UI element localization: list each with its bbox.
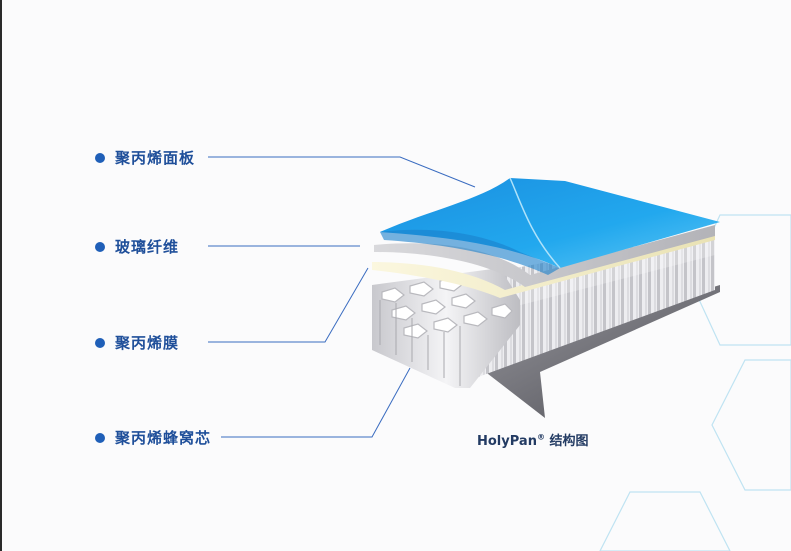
caption-brand: HolyPan <box>477 434 537 449</box>
diagram-caption: HolyPan® 结构图 <box>477 430 589 449</box>
bullet-dot <box>95 337 105 348</box>
leader-line-film <box>208 267 369 343</box>
leader-line-core <box>221 367 411 438</box>
label-glass-fiber: 玻璃纤维 <box>95 236 179 257</box>
registered-mark: ® <box>536 432 545 442</box>
honeycomb-core-layer <box>372 232 715 388</box>
label-text: 玻璃纤维 <box>115 238 180 256</box>
bullet-dot <box>95 432 105 443</box>
bottom-skin-layer <box>470 285 720 418</box>
leader-line-face-panel <box>208 156 476 188</box>
film-layer <box>372 232 715 298</box>
caption-suffix: 结构图 <box>549 434 589 449</box>
label-text: 聚丙烯膜 <box>115 334 180 352</box>
label-honeycomb-core: 聚丙烯蜂窝芯 <box>95 427 211 448</box>
label-face-panel: 聚丙烯面板 <box>95 147 195 168</box>
glass-fiber-layer <box>374 225 715 287</box>
bullet-dot <box>95 152 105 163</box>
face-sheet-layer <box>380 177 720 275</box>
label-text: 聚丙烯面板 <box>115 149 196 167</box>
bullet-dot <box>95 241 105 252</box>
hexagon-outline <box>599 491 731 551</box>
label-text: 聚丙烯蜂窝芯 <box>115 429 212 447</box>
left-border <box>0 0 2 551</box>
label-film: 聚丙烯膜 <box>95 332 179 353</box>
hexagon-outline <box>711 359 791 491</box>
